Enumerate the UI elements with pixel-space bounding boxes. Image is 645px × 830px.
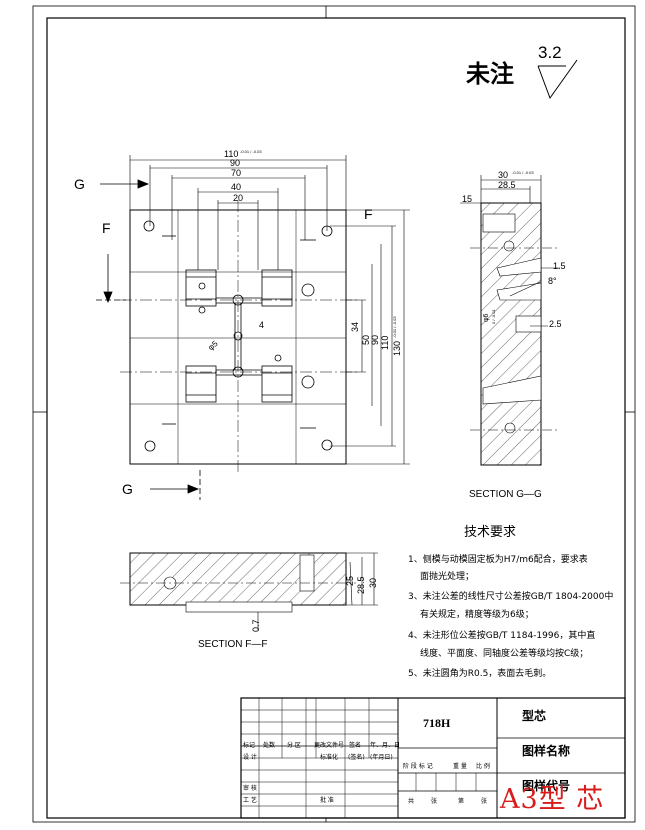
section-gg [460,175,560,466]
tech-req-line-7: 5、未注圆角为R0.5，表面去毛刺。 [408,669,552,679]
gg-dim-30-tol: -0.01 / -0.03 [512,170,534,175]
ff-dim-25: 25 [345,575,355,586]
dim-130-tol: -0.01 / -0.03 [392,316,397,338]
dim-110-right: 110 [380,335,390,350]
tb-standardize: 标准化 [320,754,339,761]
gg-dim-2-5: 2.5 [549,319,562,329]
tb-count: 处数 [263,742,276,749]
tb-change-doc: 更改文件号 [314,742,345,749]
section-gg-caption: SECTION G—G [469,489,542,500]
tb-stage-mark: 阶 段 标 记 [403,763,433,770]
dim-20-top: 20 [233,193,244,203]
view-letter-f-left: F [102,220,111,236]
tb-total: 共 [408,798,415,805]
gg-dim-phi6: φ6 [483,313,490,322]
ff-dim-0-7: 0.7 [251,619,261,632]
tb-design: 设 计 [243,754,257,761]
tb-sign2: (签名) [348,754,365,761]
tb-approve: 批 准 [320,797,334,804]
tb-scale: 比 例 [476,763,490,770]
drawing-name-label: 图样名称 [522,744,571,758]
roughness-symbol [537,59,578,100]
dim-34: 34 [350,321,360,332]
gg-dim-1-5: 1.5 [553,261,566,271]
tech-req-line-1: 1、侧模与动模固定板为H7/m6配合，要求表 [408,555,588,565]
gg-dim-28-5: 28.5 [498,180,516,190]
ff-dim-28-5: 28.5 [356,576,366,594]
dim-90-right: 90 [370,334,380,345]
tb-sign: 签名 [349,742,362,749]
dim-70-top: 70 [231,168,242,178]
roughness-value: 3.2 [538,43,562,62]
dim-90-top: 90 [230,158,241,168]
view-letter-g-bottom: G [122,481,133,497]
tb-zone: 分 区 [287,742,301,749]
tech-req-line-6: 线度、平面度、同轴度公差等级均按C级； [420,649,589,659]
ff-dim-30: 30 [368,577,378,588]
view-letter-g-top: G [74,176,85,192]
section-ff [120,552,378,630]
tb-date2: (年月日) [370,754,393,761]
section-ff-caption: SECTION F—F [198,639,268,650]
tech-requirements-title: 技术要求 [464,525,517,540]
tech-req-line-5: 4、未注形位公差按GB/T 1184-1996，其中直 [408,631,596,641]
tb-mark: 标记 [243,742,256,749]
tb-process: 工 艺 [243,797,257,804]
tb-date: 年、月、日 [370,742,401,749]
dim-110-tol: -0.01 / -0.03 [240,149,262,154]
dim-130-right: 130 [392,340,402,356]
gg-dim-15: 15 [462,194,473,204]
tech-req-line-4: 有关规定，精度等级为6级； [420,610,534,620]
tb-sheet: 张 [481,798,488,805]
dim-40-top: 40 [231,182,242,192]
tb-weight: 重 量 [453,763,467,770]
tech-req-line-3: 3、未注公差的线性尺寸公差按GB/T 1804-2000中 [408,592,614,602]
dim-4: 4 [259,320,265,330]
view-letter-f-right: F [364,206,373,222]
part-name: 型芯 [522,709,547,723]
format-stamp: A3型 芯 [500,784,605,815]
unnoted-label: 未注 [466,60,514,88]
tb-sheets: 张 [431,798,438,805]
drawing-code-label: 图样代号 [522,779,571,793]
dim-110: 110 [224,149,239,159]
title-block-grid [240,697,626,819]
tb-page: 第 [458,798,465,805]
tb-review: 审 核 [243,785,257,792]
plan-view [96,155,410,500]
gg-dim-30: 30 [498,170,509,180]
material-label: 718H [423,716,451,730]
gg-dim-8deg: 8° [548,276,557,286]
gg-dim-phi6-tol: 0 / -0.01 [491,309,496,324]
sheet-outer-border [32,5,636,823]
tech-req-line-2: 面抛光处理； [420,572,475,582]
